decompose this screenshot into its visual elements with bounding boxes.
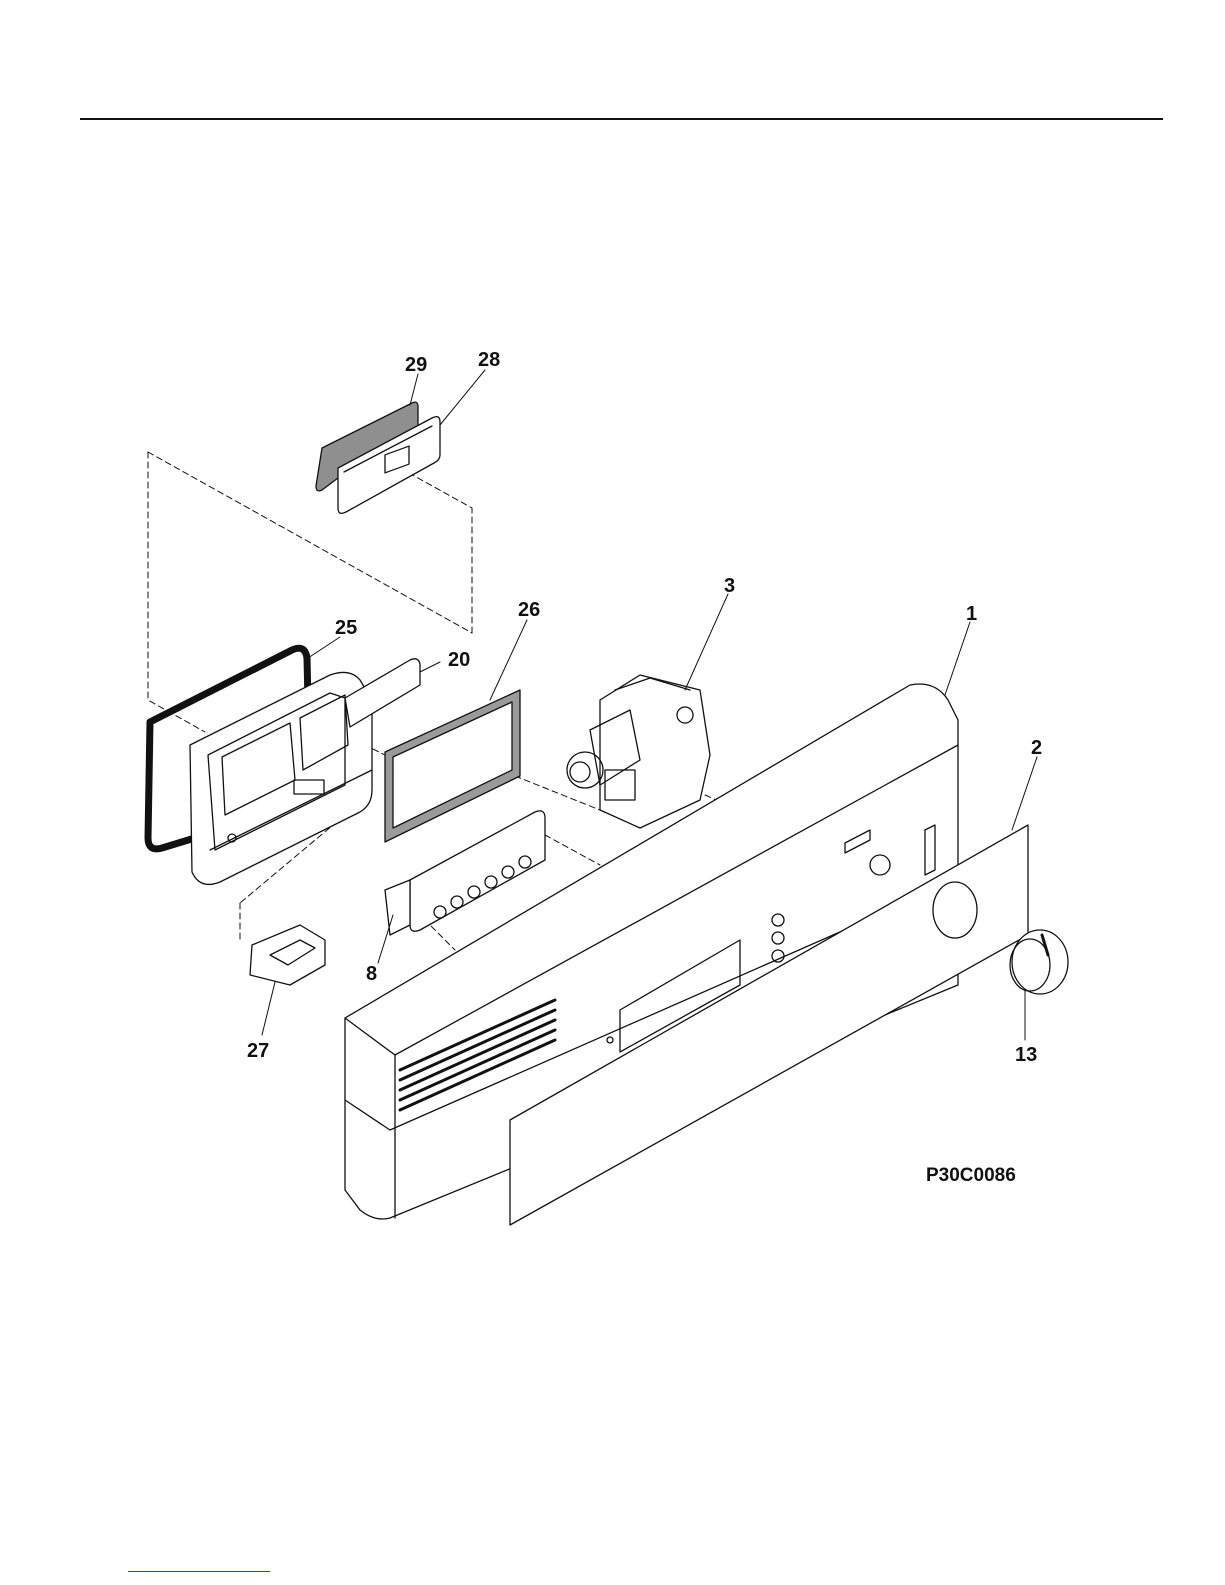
part-20-lid [345,659,420,727]
part-27-connector [250,925,325,985]
callout-8: 8 [366,963,377,985]
callout-20: 20 [448,649,470,671]
part-26-label-frame [385,690,520,842]
callout-28: 28 [478,349,500,371]
callout-25: 25 [335,617,357,639]
callout-29: 29 [405,354,427,376]
callout-2: 2 [1031,737,1042,759]
dispenser-housing [190,672,372,884]
footer-link-underline[interactable] [128,1571,270,1572]
callout-13: 13 [1015,1044,1037,1066]
callout-27: 27 [247,1040,269,1062]
callout-1: 1 [966,603,977,625]
drawing-code: P30C0086 [926,1165,1016,1186]
part-3-timer [567,675,710,828]
callout-26: 26 [518,599,540,621]
callout-3: 3 [724,575,735,597]
